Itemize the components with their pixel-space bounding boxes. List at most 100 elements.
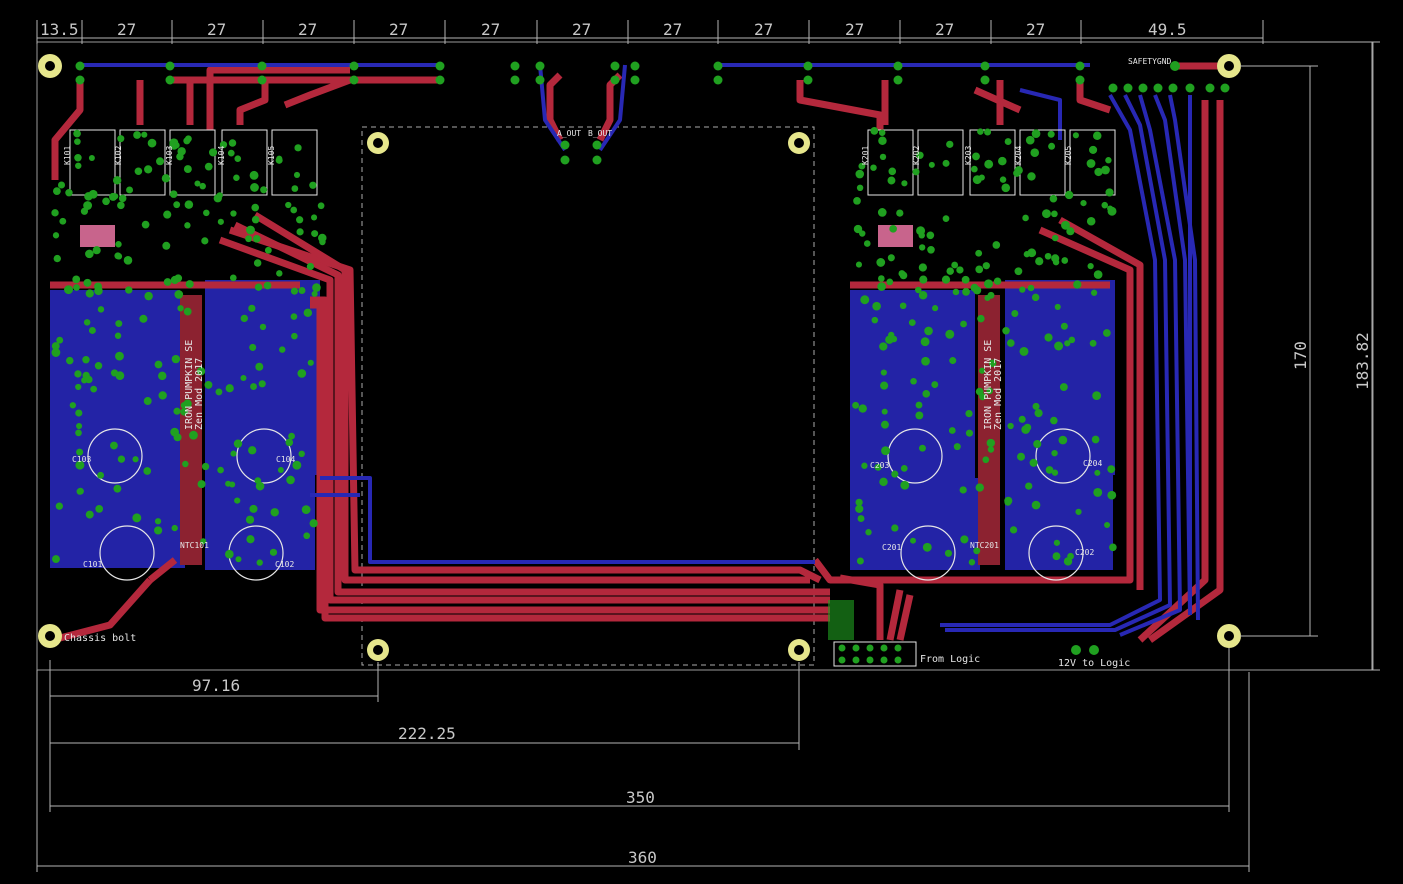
pad [219, 141, 228, 149]
pad [65, 189, 73, 197]
left-amp-pour [50, 280, 320, 570]
pad [1051, 469, 1059, 476]
top-copper-traces [50, 62, 1225, 643]
component-pads [51, 61, 1230, 664]
pad [1094, 167, 1103, 177]
pad [264, 246, 272, 254]
pad [1064, 190, 1074, 200]
pad [59, 217, 67, 225]
dim-top-12: 49.5 [1148, 20, 1187, 39]
pad [170, 275, 179, 285]
board-outline [36, 41, 1374, 671]
pad [114, 332, 122, 339]
dim-bottom-3: 360 [628, 848, 657, 867]
pad [240, 314, 248, 323]
pad [82, 371, 90, 380]
twelve-volt-label: 12V to Logic [1058, 658, 1130, 669]
pad [303, 308, 313, 318]
pad [291, 332, 298, 340]
pad [975, 483, 984, 492]
pad [894, 644, 902, 652]
pad [896, 209, 904, 217]
pad [856, 557, 864, 565]
pad [177, 305, 184, 312]
pad [275, 156, 283, 164]
pad [987, 291, 995, 299]
pad [97, 306, 105, 313]
pad [949, 357, 957, 365]
pad [133, 131, 141, 139]
pad [978, 174, 985, 181]
pad [956, 266, 964, 274]
pad [88, 189, 98, 199]
pad [1004, 498, 1012, 506]
pad [76, 423, 83, 430]
pad [872, 301, 881, 311]
pad [251, 203, 260, 212]
pad [158, 391, 167, 400]
pad [961, 275, 970, 284]
pad [713, 75, 723, 85]
pad [886, 278, 894, 286]
pad [880, 369, 887, 376]
pad [1093, 270, 1103, 279]
pad [853, 197, 861, 205]
pad [115, 351, 124, 361]
pad [918, 244, 926, 251]
pad [931, 381, 939, 389]
pad [85, 249, 94, 259]
dim-top-9: 27 [845, 20, 864, 39]
pad [184, 200, 194, 209]
pad [349, 61, 359, 71]
pad [307, 359, 314, 366]
pad [257, 61, 267, 71]
pad [298, 287, 306, 294]
pad [803, 75, 813, 85]
pad [535, 61, 545, 71]
pad [55, 502, 63, 510]
pad [1103, 329, 1111, 337]
pad [183, 165, 192, 174]
pad [861, 462, 868, 469]
pad [857, 515, 865, 523]
pad [233, 439, 243, 448]
dim-bottom-1: 222.25 [398, 724, 456, 743]
pad [185, 280, 194, 289]
pad [51, 209, 59, 217]
pad [291, 185, 299, 192]
pad [919, 275, 928, 284]
pad [630, 61, 640, 71]
pad [255, 362, 264, 371]
pad [225, 384, 234, 393]
pad [251, 215, 260, 224]
pad [889, 225, 897, 233]
pad [928, 161, 935, 168]
pad [311, 230, 319, 238]
pad [201, 237, 209, 245]
pad [1089, 339, 1097, 347]
pad [855, 261, 862, 268]
pad [1053, 539, 1061, 546]
pad [899, 302, 907, 310]
pad [877, 208, 887, 217]
pad [141, 220, 150, 229]
pad [881, 446, 890, 456]
pad [269, 548, 278, 556]
pad [1107, 205, 1114, 212]
pad [916, 151, 924, 160]
pad [75, 460, 85, 470]
pad [1031, 500, 1041, 510]
pad [1019, 286, 1026, 293]
relay-label: K204 [1014, 146, 1023, 165]
pad [240, 374, 247, 382]
pad [165, 75, 175, 85]
pad [910, 377, 917, 385]
pad [863, 240, 871, 247]
ntc-label-left: NTC101 [180, 541, 209, 550]
pad [960, 535, 969, 544]
pad [982, 456, 990, 464]
pad [946, 140, 954, 148]
pad [975, 265, 984, 274]
pad [900, 480, 910, 490]
pad [174, 290, 184, 299]
